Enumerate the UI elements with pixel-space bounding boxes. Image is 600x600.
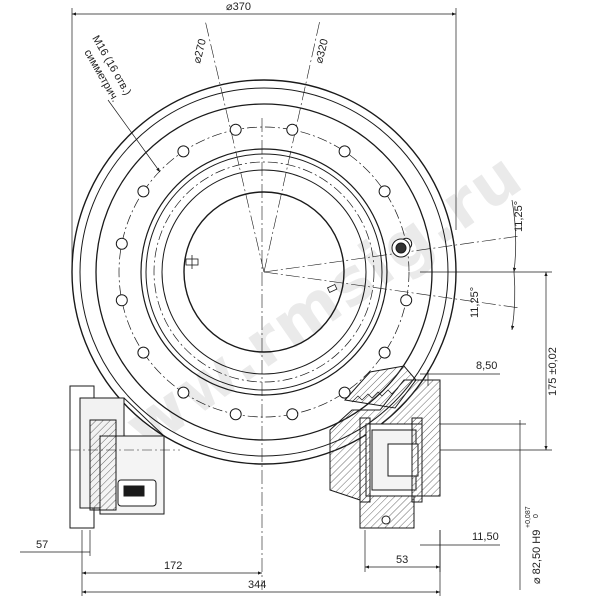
dim-11-50: 11,50 xyxy=(472,531,499,543)
dim-172: 172 xyxy=(164,560,182,572)
dim-320: ⌀320 xyxy=(313,38,331,65)
dim-angle-2: 11,25° xyxy=(469,287,481,318)
centre-lines xyxy=(204,19,521,590)
bolt-hole xyxy=(378,346,391,359)
dim-8-50: 8,50 xyxy=(476,360,497,372)
dim-175: 175 ±0,02 xyxy=(547,347,559,396)
bore-outline xyxy=(183,191,345,353)
dim-270: ⌀270 xyxy=(191,38,209,65)
worm-housing-section-right xyxy=(329,365,441,529)
bolt-hole xyxy=(229,408,242,421)
bolt-hole xyxy=(400,294,413,307)
bolt-hole xyxy=(286,408,299,421)
bolt-circle-270 xyxy=(153,161,375,383)
bolt-hole xyxy=(286,123,299,136)
slewing-ring xyxy=(71,79,457,465)
bolt-hole xyxy=(338,386,351,399)
dim-344: 344 xyxy=(248,579,266,591)
dim-53: 53 xyxy=(396,554,408,566)
dim-57: 57 xyxy=(36,539,48,551)
bolt-hole xyxy=(177,386,190,399)
bolt-hole xyxy=(177,145,190,158)
dim-370: ⌀370 xyxy=(226,1,251,13)
bolt-hole xyxy=(229,123,242,136)
bolt-hole xyxy=(115,294,128,307)
bolt-hole xyxy=(137,185,150,198)
bore-step xyxy=(161,169,367,375)
inner-ring-edge xyxy=(145,153,383,391)
bolt-hole xyxy=(115,237,128,250)
bolt-holes xyxy=(115,123,413,421)
dimension-lines xyxy=(20,8,552,596)
bolt-hole xyxy=(378,185,391,198)
dim-tol-lower: 0 xyxy=(533,514,540,518)
plug-fitting xyxy=(391,238,411,258)
inner-ring-step xyxy=(140,148,388,396)
dim-tol-upper: +0,087 xyxy=(525,506,532,528)
grease-nipples xyxy=(185,255,338,293)
dim-82-50: ⌀ 82,50 H9 xyxy=(531,530,543,584)
bolt-circle-320 xyxy=(118,126,410,418)
worm-housing-left xyxy=(69,385,180,529)
dim-angle-1: 11,25° xyxy=(513,201,525,232)
gear-teeth xyxy=(351,387,399,403)
bolt-hole xyxy=(338,145,351,158)
bolt-hole xyxy=(137,346,150,359)
